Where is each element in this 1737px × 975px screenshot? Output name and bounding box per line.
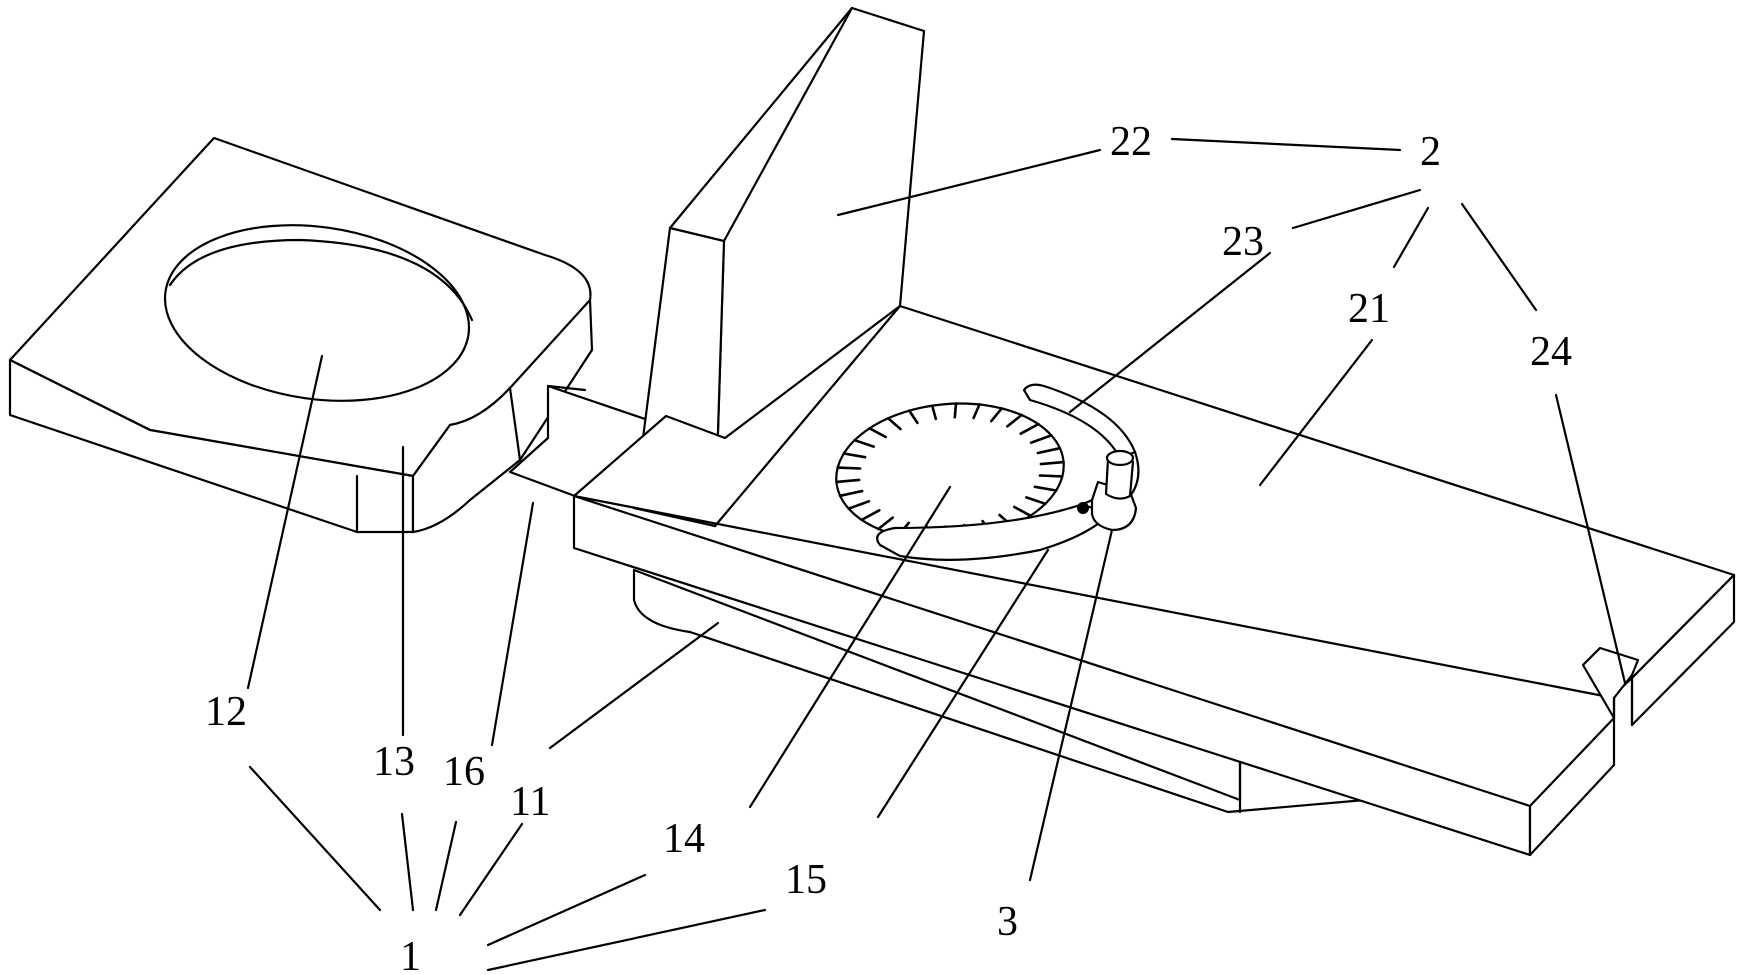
dial-tick: [1012, 505, 1032, 518]
dial-tick: [953, 402, 958, 419]
left-recess-outer: [163, 224, 471, 402]
leader-24: [1554, 393, 1627, 685]
label-11: 11: [510, 779, 550, 825]
left-platform: [8, 136, 594, 534]
label-2: 2: [1420, 129, 1441, 175]
pointer-knob: [1077, 449, 1138, 532]
main-board-end: [1528, 716, 1616, 857]
dial-tick: [886, 416, 902, 431]
dial-tick: [1039, 460, 1065, 466]
dial-tick: [847, 499, 871, 510]
leader-2-23: [1291, 188, 1422, 230]
leader-3: [1028, 528, 1114, 882]
dial-tick: [1005, 413, 1023, 428]
label-16: 16: [443, 749, 485, 795]
dial-tick: [836, 466, 862, 470]
dial-tick: [1036, 446, 1062, 455]
label-23: 23: [1222, 219, 1264, 265]
dial-tick: [868, 426, 888, 439]
dial-tick: [930, 404, 938, 421]
dial-tick: [1033, 485, 1058, 492]
leader-23: [1068, 251, 1272, 414]
dial: [835, 402, 1065, 542]
leader-1-13: [400, 812, 415, 912]
dial-tick: [842, 452, 867, 459]
leader-1-16: [434, 820, 458, 912]
leader-12: [246, 354, 324, 690]
dial-tick: [838, 489, 864, 498]
dial-tick: [972, 403, 981, 420]
label-1: 1: [400, 934, 421, 975]
label-3: 3: [997, 899, 1018, 945]
knob-post-top: [1105, 449, 1135, 467]
leader-14: [748, 485, 952, 809]
leader-22: [836, 148, 1102, 217]
leader-2-21: [1392, 206, 1430, 269]
label-15: 15: [785, 857, 827, 903]
label-22: 22: [1110, 119, 1152, 165]
leader-lines: [246, 137, 1627, 972]
pointer-dot: [1077, 502, 1089, 514]
leader-1-14: [486, 873, 647, 947]
label-13: 13: [373, 739, 415, 785]
leader-22-2: [1170, 137, 1402, 152]
leader-1-11: [458, 822, 524, 917]
label-14: 14: [663, 816, 705, 862]
leader-2-24: [1460, 202, 1538, 312]
leader-1-15: [486, 908, 767, 972]
arc-guide-upper: [1022, 383, 1137, 460]
label-21: 21: [1348, 286, 1390, 332]
left-recess-inner-rim: [168, 238, 474, 322]
dial-tick: [907, 409, 919, 425]
leader-21: [1258, 338, 1374, 487]
dial-tick: [1029, 434, 1053, 445]
leader-16: [490, 501, 535, 747]
dial-tick: [1019, 422, 1040, 436]
dial-tick: [860, 508, 881, 522]
dial-tick: [989, 407, 1004, 423]
dial-tick: [835, 478, 861, 484]
dial-tick: [877, 516, 895, 531]
main-board: [572, 304, 1736, 857]
dial-tick: [1038, 474, 1064, 478]
label-12: 12: [205, 689, 247, 735]
leader-1-12: [248, 765, 382, 912]
dial-tick: [1025, 496, 1047, 506]
callout-labels: 22 2 23 21 24 12 13 16 11 14 15 3 1: [205, 119, 1572, 975]
label-24: 24: [1530, 329, 1572, 375]
leader-11: [548, 621, 720, 750]
dial-tick: [853, 438, 876, 448]
leader-15: [876, 548, 1050, 819]
